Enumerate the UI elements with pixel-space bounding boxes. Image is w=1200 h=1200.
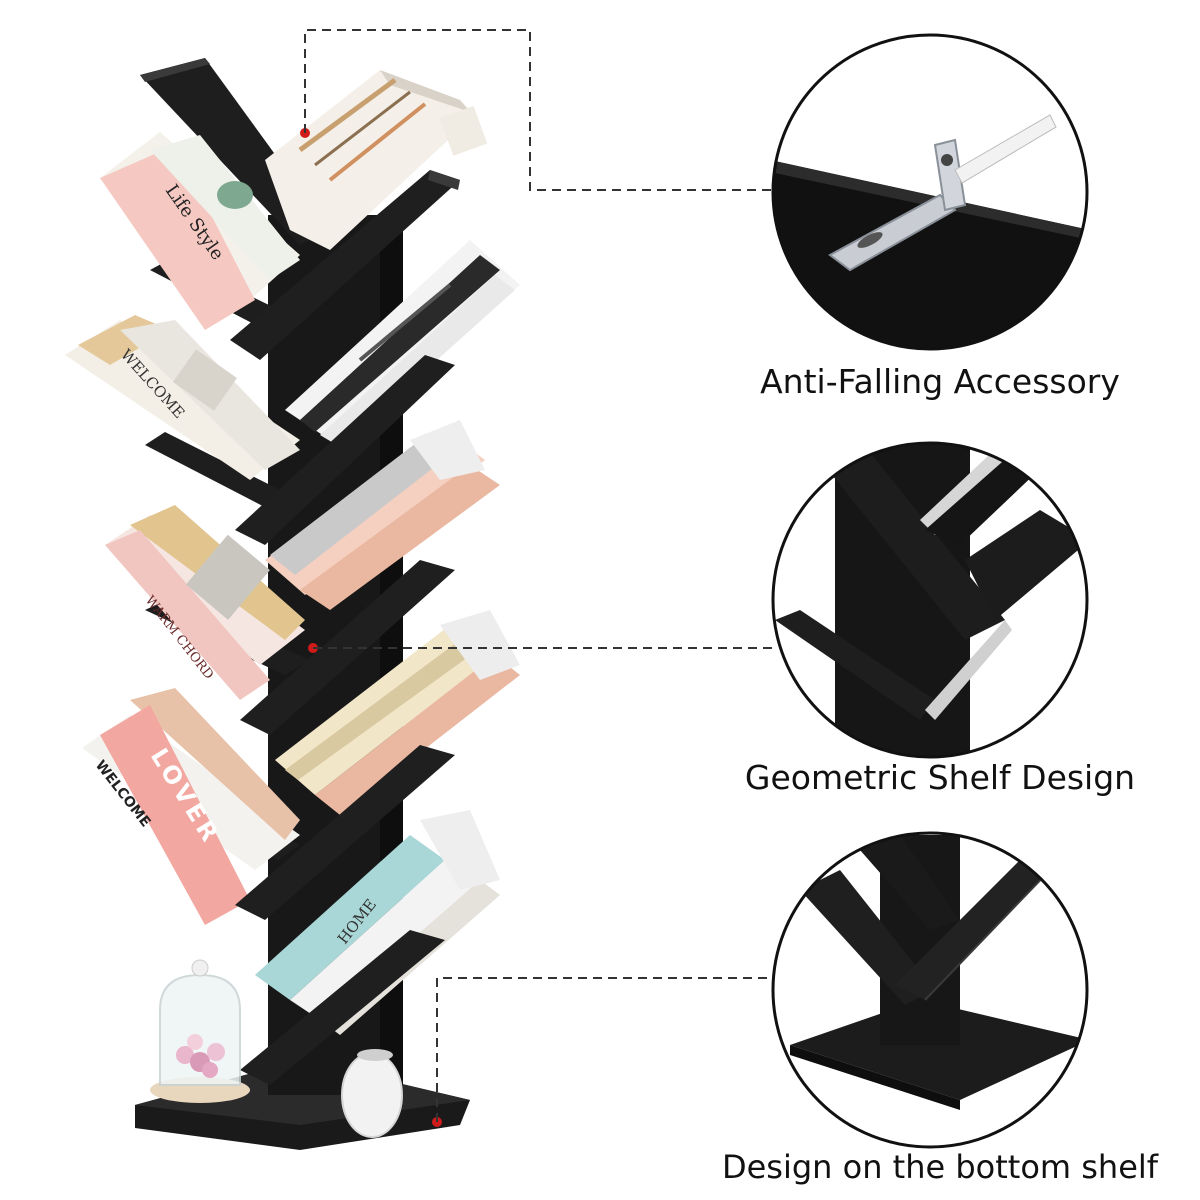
books-right-tier4	[265, 420, 500, 610]
top-books	[265, 70, 488, 250]
glass-dome-decor	[150, 959, 250, 1103]
tree-bookshelf: Life Style WELCOME	[65, 58, 520, 1150]
detail-circle-bottom-shelf	[771, 831, 1089, 1149]
detail-circle-geometric	[771, 441, 1089, 759]
white-vase-decor	[341, 1049, 403, 1138]
metal-bracket	[828, 193, 957, 272]
connector-bottom	[436, 977, 775, 1122]
book-life-style: Life Style	[100, 132, 300, 330]
caption-bottom-shelf: Design on the bottom shelf	[721, 1148, 1159, 1186]
book-welcome-1: WELCOME	[65, 315, 300, 480]
connector-top	[304, 29, 780, 191]
caption-geometric-shelf: Geometric Shelf Design	[744, 758, 1136, 797]
callout-connectors	[304, 29, 780, 1122]
books-right-tier3	[275, 610, 520, 815]
detail-circle-anti-falling	[771, 33, 1089, 351]
books-right-tier5	[285, 240, 520, 447]
caption-anti-falling: Anti-Falling Accessory	[760, 362, 1120, 401]
